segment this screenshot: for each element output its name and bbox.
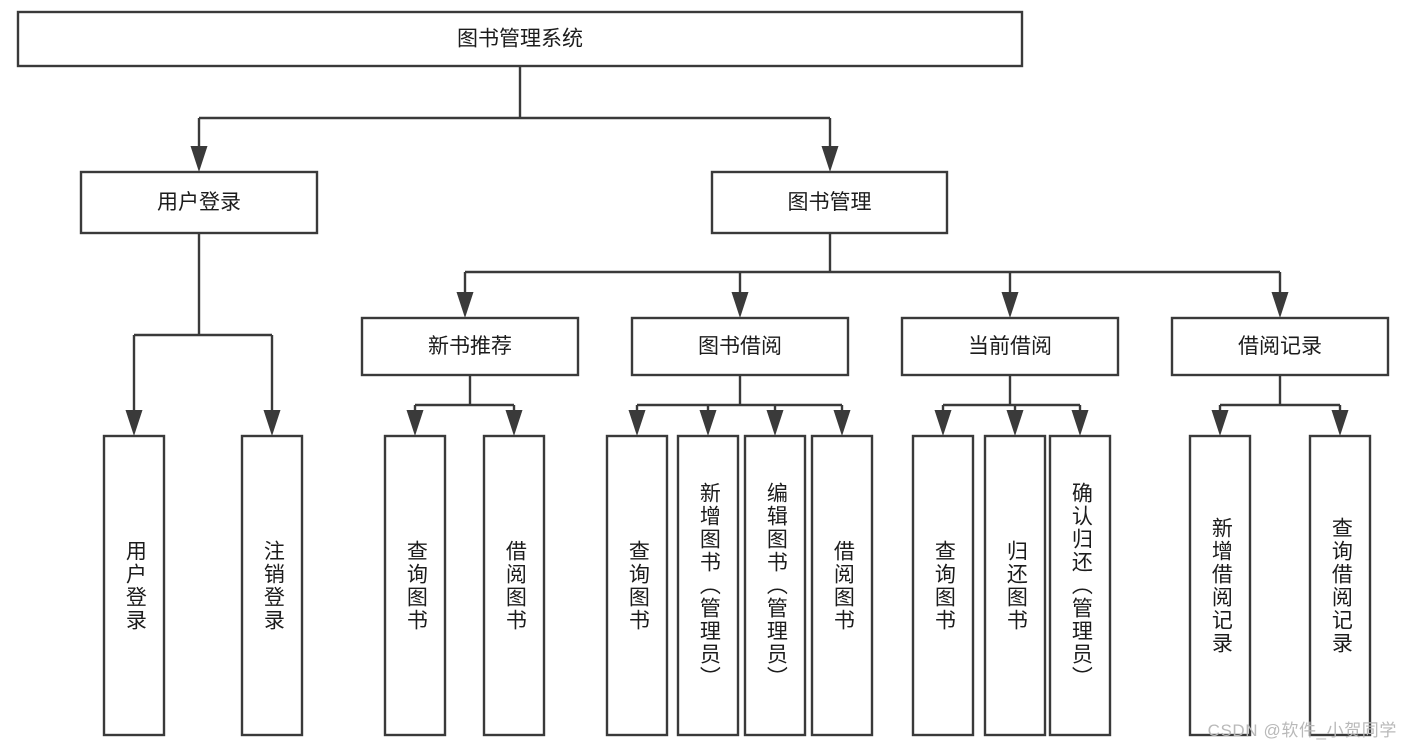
- node-user-login-box[interactable]: [79, 170, 319, 235]
- node-leaf-confirm-return-box[interactable]: [1048, 434, 1112, 737]
- node-leaf-borrow-book-2-box[interactable]: [810, 434, 874, 737]
- node-leaf-edit-book-admin[interactable]: [743, 434, 807, 737]
- node-new-book-recommend-box[interactable]: [360, 316, 580, 377]
- arrow-head-icon: [1071, 410, 1089, 436]
- node-new-book-recommend[interactable]: 新书推荐: [360, 316, 580, 377]
- node-leaf-add-book-admin[interactable]: [676, 434, 740, 737]
- arrow-head-icon: [934, 410, 952, 436]
- arrow-head-icon: [821, 146, 839, 172]
- node-leaf-user-logout[interactable]: [240, 434, 304, 737]
- node-leaf-borrow-book-1[interactable]: [482, 434, 546, 737]
- node-root-box[interactable]: [16, 10, 1024, 68]
- node-book-management-box[interactable]: [710, 170, 949, 235]
- arrow-head-icon: [1001, 292, 1019, 318]
- node-new-book-recommend-label: 新书推荐: [428, 335, 512, 358]
- node-current-borrow-box[interactable]: [900, 316, 1120, 377]
- node-leaf-query-book-1[interactable]: [383, 434, 447, 737]
- node-leaf-add-book-admin-box[interactable]: [676, 434, 740, 737]
- node-leaf-query-book-3-box[interactable]: [911, 434, 975, 737]
- node-leaf-borrow-book-1-box[interactable]: [482, 434, 546, 737]
- node-book-borrow-box[interactable]: [630, 316, 850, 377]
- arrow-head-icon: [190, 146, 208, 172]
- node-leaf-add-borrow-record-box[interactable]: [1188, 434, 1252, 737]
- node-borrow-record-label: 借阅记录: [1238, 335, 1322, 358]
- node-leaf-query-book-3[interactable]: [911, 434, 975, 737]
- node-leaf-user-login-box[interactable]: [102, 434, 166, 737]
- arrow-head-icon: [263, 410, 281, 436]
- node-root[interactable]: 图书管理系统: [16, 10, 1024, 68]
- arrow-head-icon: [628, 410, 646, 436]
- node-current-borrow[interactable]: 当前借阅: [900, 316, 1120, 377]
- node-user-login[interactable]: 用户登录: [79, 170, 319, 235]
- node-borrow-record[interactable]: 借阅记录: [1170, 316, 1390, 377]
- arrow-head-icon: [1331, 410, 1349, 436]
- arrow-head-icon: [1006, 410, 1024, 436]
- node-leaf-return-book-box[interactable]: [983, 434, 1047, 737]
- node-leaf-query-borrow-record-box[interactable]: [1308, 434, 1372, 737]
- arrow-head-icon: [125, 410, 143, 436]
- node-leaf-user-login[interactable]: [102, 434, 166, 737]
- node-leaf-edit-book-admin-box[interactable]: [743, 434, 807, 737]
- arrow-head-icon: [406, 410, 424, 436]
- node-borrow-record-box[interactable]: [1170, 316, 1390, 377]
- node-current-borrow-label: 当前借阅: [968, 335, 1052, 358]
- arrow-head-icon: [1211, 410, 1229, 436]
- node-book-borrow[interactable]: 图书借阅: [630, 316, 850, 377]
- node-root-label: 图书管理系统: [457, 28, 583, 51]
- node-user-login-label: 用户登录: [157, 191, 241, 214]
- arrow-head-icon: [766, 410, 784, 436]
- arrow-head-icon: [456, 292, 474, 318]
- arrow-head-icon: [505, 410, 523, 436]
- arrow-head-icon: [833, 410, 851, 436]
- arrow-head-icon: [699, 410, 717, 436]
- node-book-management-label: 图书管理: [788, 191, 872, 214]
- node-leaf-query-borrow-record[interactable]: [1308, 434, 1372, 737]
- node-leaf-add-borrow-record[interactable]: [1188, 434, 1252, 737]
- arrow-head-icon: [1271, 292, 1289, 318]
- node-leaf-query-book-2[interactable]: [605, 434, 669, 737]
- node-leaf-confirm-return[interactable]: [1048, 434, 1112, 737]
- node-book-management[interactable]: 图书管理: [710, 170, 949, 235]
- node-book-borrow-label: 图书借阅: [698, 335, 782, 358]
- node-leaf-borrow-book-2[interactable]: [810, 434, 874, 737]
- arrow-head-icon: [731, 292, 749, 318]
- node-leaf-query-book-2-box[interactable]: [605, 434, 669, 737]
- node-leaf-return-book[interactable]: [983, 434, 1047, 737]
- node-leaf-query-book-1-box[interactable]: [383, 434, 447, 737]
- node-leaf-user-logout-box[interactable]: [240, 434, 304, 737]
